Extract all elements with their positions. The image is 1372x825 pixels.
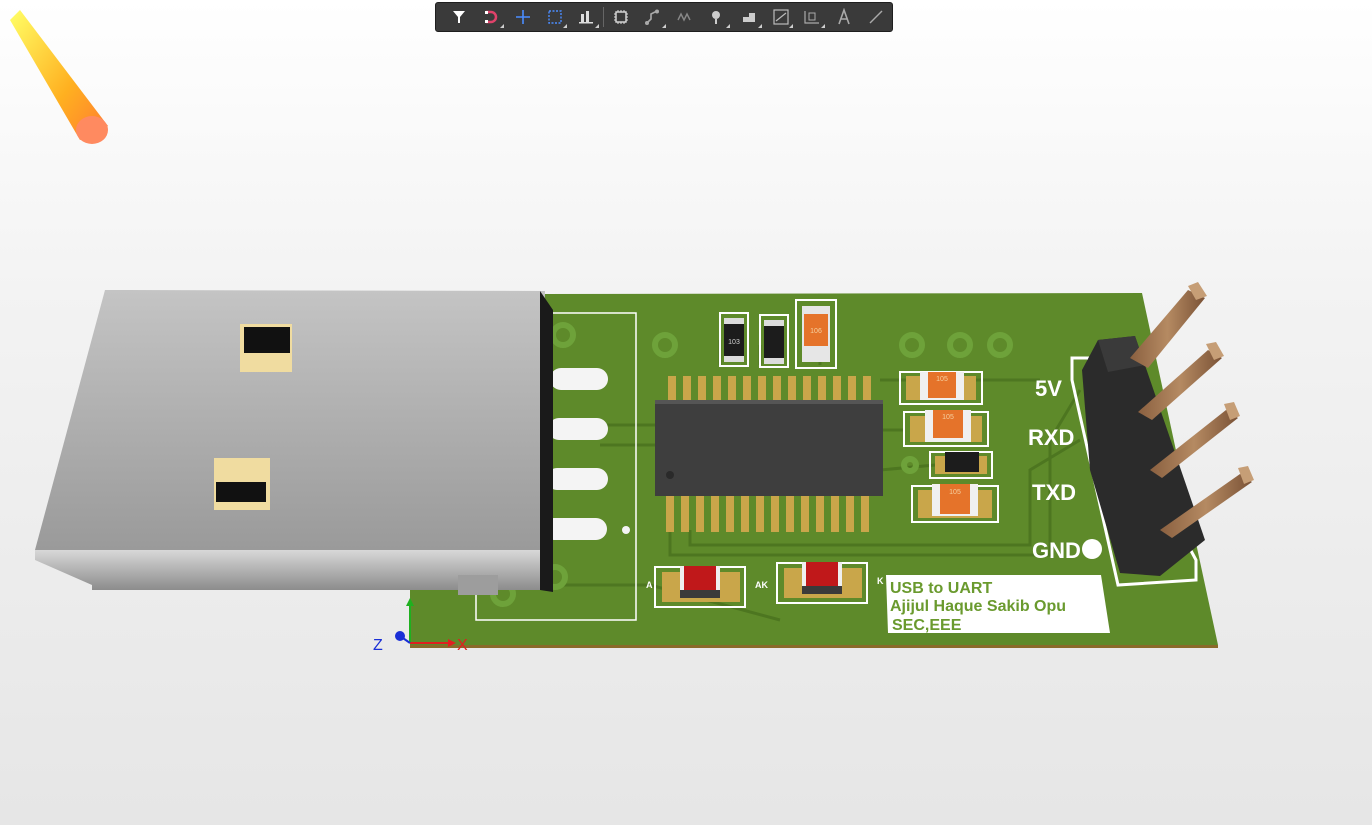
cap-c2-marking: 105 [942, 414, 954, 421]
info-line-2: Ajijul Haque Sakib Opu [890, 598, 1066, 615]
led-2-k-label: K [877, 576, 884, 586]
header-pin-4 [1160, 466, 1254, 538]
snap-button[interactable] [475, 4, 507, 30]
led-2[interactable]: AK K [755, 562, 884, 604]
header-pin-labels: 5V RXD TXD GND [1028, 376, 1081, 563]
diff-pair-icon [677, 12, 691, 22]
resistor-r2[interactable] [759, 314, 789, 368]
capacitor-c2[interactable]: 105 [903, 410, 989, 447]
pin-label-5v: 5V [1035, 376, 1062, 401]
toolbar-separator [603, 7, 605, 27]
designator-button[interactable] [796, 4, 828, 30]
ic-chip[interactable] [655, 400, 883, 496]
capacitor-c3[interactable]: 105 [911, 484, 999, 523]
usb-silk-outline [475, 312, 637, 621]
polygon-icon [742, 13, 755, 22]
filter-icon [452, 11, 465, 23]
place-button[interactable] [507, 4, 539, 30]
axis-x-label: X [457, 637, 468, 654]
pin-label-gnd: GND [1032, 538, 1081, 563]
via-button[interactable] [701, 4, 733, 30]
text-icon [838, 8, 850, 25]
line-icon [869, 10, 883, 24]
resistor-r1-marking: 103 [728, 339, 740, 346]
diff-pair-button[interactable] [669, 4, 701, 30]
line-button[interactable] [860, 4, 892, 30]
component-icon [614, 10, 629, 24]
cap-c1-marking: 105 [936, 376, 948, 383]
select-button[interactable] [539, 4, 571, 30]
info-line-1: USB to UART [890, 580, 992, 597]
header-pin-3 [1150, 402, 1240, 478]
axis-z-label: Z [373, 637, 383, 654]
snap-magnet-icon [484, 10, 497, 24]
capacitor-c-top[interactable]: 106 [795, 299, 837, 369]
cap-top-marking: 106 [810, 328, 822, 335]
usb-pads [543, 368, 630, 540]
axis-gizmo: X Z [373, 598, 468, 654]
resistor-r1[interactable]: 103 [719, 312, 749, 367]
pin-header[interactable] [1082, 282, 1254, 576]
silkscreen-info-block: USB to UART Ajijul Haque Sakib Opu SEC,E… [886, 575, 1110, 634]
vias [490, 322, 1013, 607]
view-toolbar [435, 2, 893, 32]
ic-pins-top [668, 376, 871, 402]
header-pin-1 [1130, 282, 1207, 368]
pin-label-rxd: RXD [1028, 425, 1074, 450]
via-icon [711, 11, 720, 24]
align-button[interactable] [570, 4, 602, 30]
select-rect-icon [547, 10, 562, 24]
cap-c3-marking: 105 [949, 489, 961, 496]
crosshair-icon [515, 10, 530, 24]
route-button[interactable] [637, 4, 669, 30]
polygon-button[interactable] [733, 4, 765, 30]
led-1-label: A [646, 580, 653, 590]
info-line-3: SEC,EEE [892, 617, 962, 634]
route-icon [645, 9, 660, 25]
text-button[interactable] [828, 4, 860, 30]
capacitor-c1[interactable]: 105 [899, 371, 983, 405]
usb-connector[interactable] [35, 290, 553, 595]
dimension-icon [772, 9, 789, 25]
ic-pins-bottom [666, 494, 869, 532]
resistor-r3[interactable] [929, 451, 993, 479]
dimension-button[interactable] [765, 4, 797, 30]
led-1[interactable]: A [646, 566, 746, 608]
align-icon [579, 11, 594, 24]
usb-window-bottom [214, 458, 270, 510]
designator-icon [804, 11, 820, 24]
light-source-icon[interactable] [10, 10, 108, 144]
header-silk-outline [1070, 356, 1198, 587]
led-2-label: AK [755, 580, 768, 590]
component-button[interactable] [605, 4, 637, 30]
filter-button[interactable] [443, 4, 475, 30]
header-pin-2 [1138, 342, 1224, 420]
pin-label-txd: TXD [1032, 480, 1076, 505]
usb-window-top [240, 324, 292, 372]
